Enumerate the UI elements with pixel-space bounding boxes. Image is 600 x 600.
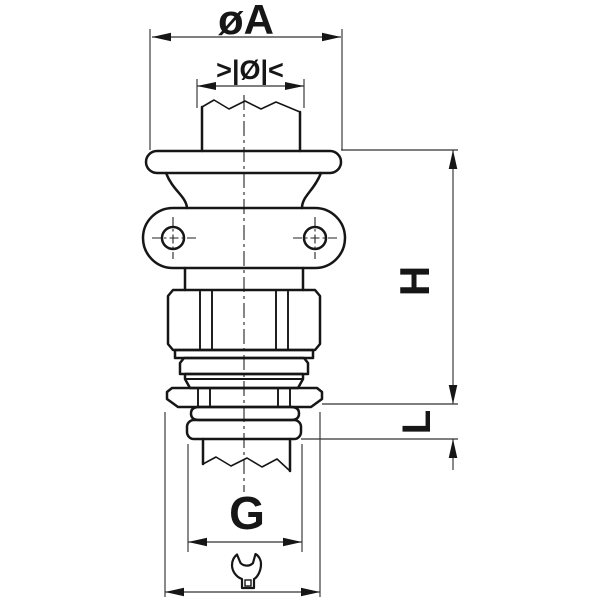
wrench-outline [230, 552, 263, 590]
hex-nut-upper-facets [199, 291, 289, 349]
arrowhead-up-icon [448, 439, 458, 458]
o-ring [189, 405, 301, 422]
arrowhead-left-icon [152, 32, 171, 42]
outer-diameter-extension-lines [149, 29, 343, 150]
thread-length-extension-lines [301, 403, 458, 440]
mounting-flange [141, 206, 347, 270]
washer-ring-2 [178, 356, 310, 376]
arrowhead-left-icon [165, 587, 184, 597]
hole-crosshair-right [293, 217, 338, 259]
clamping-range-extension-lines [196, 79, 305, 108]
wrench-icon [230, 552, 263, 590]
dim-clamping-range: >|Ø|< [196, 55, 305, 108]
hex-nut-lower [165, 386, 324, 409]
gland-body [141, 99, 347, 473]
dim-thread-length: L [301, 403, 458, 470]
arrowhead-left-icon [197, 82, 216, 90]
arrowhead-right-icon [283, 537, 302, 547]
thread-size-extension-lines [187, 444, 303, 552]
arrowhead-up-icon [448, 150, 458, 169]
arrowhead-down-icon [448, 385, 458, 404]
clamping-range-label: >|Ø|< [216, 55, 284, 85]
hole-crosshair-left [152, 217, 196, 259]
outer-diameter-label: øA [218, 0, 274, 43]
hex-nut-lower-facets [197, 389, 291, 406]
wrench-handle-hole [244, 579, 252, 587]
dome-cap [144, 149, 343, 175]
thread-section [185, 418, 303, 441]
dim-thread-size: G [187, 444, 303, 552]
cable-edges-top [200, 105, 302, 153]
wrench-size-extension-lines [164, 412, 321, 597]
dim-height: H [341, 149, 458, 404]
dim-wrench-size [164, 412, 321, 597]
bell-neck [164, 171, 323, 210]
neck-below-flange [183, 266, 305, 292]
arrowhead-left-icon [188, 537, 207, 547]
hex-nut-upper [166, 288, 322, 352]
thread-size-label: G [229, 487, 265, 539]
arrowhead-right-icon [285, 82, 304, 90]
cable-edges-bottom [201, 437, 292, 473]
thread-length-label: L [395, 410, 439, 434]
washer-ring-1 [173, 348, 315, 360]
cable-break-line-top [201, 99, 301, 113]
dim-outer-diameter: øA [149, 0, 343, 150]
cable-break-line-bottom [202, 456, 291, 472]
arrowhead-right-icon [322, 32, 341, 42]
height-label: H [391, 266, 438, 296]
arrowhead-right-icon [301, 587, 320, 597]
